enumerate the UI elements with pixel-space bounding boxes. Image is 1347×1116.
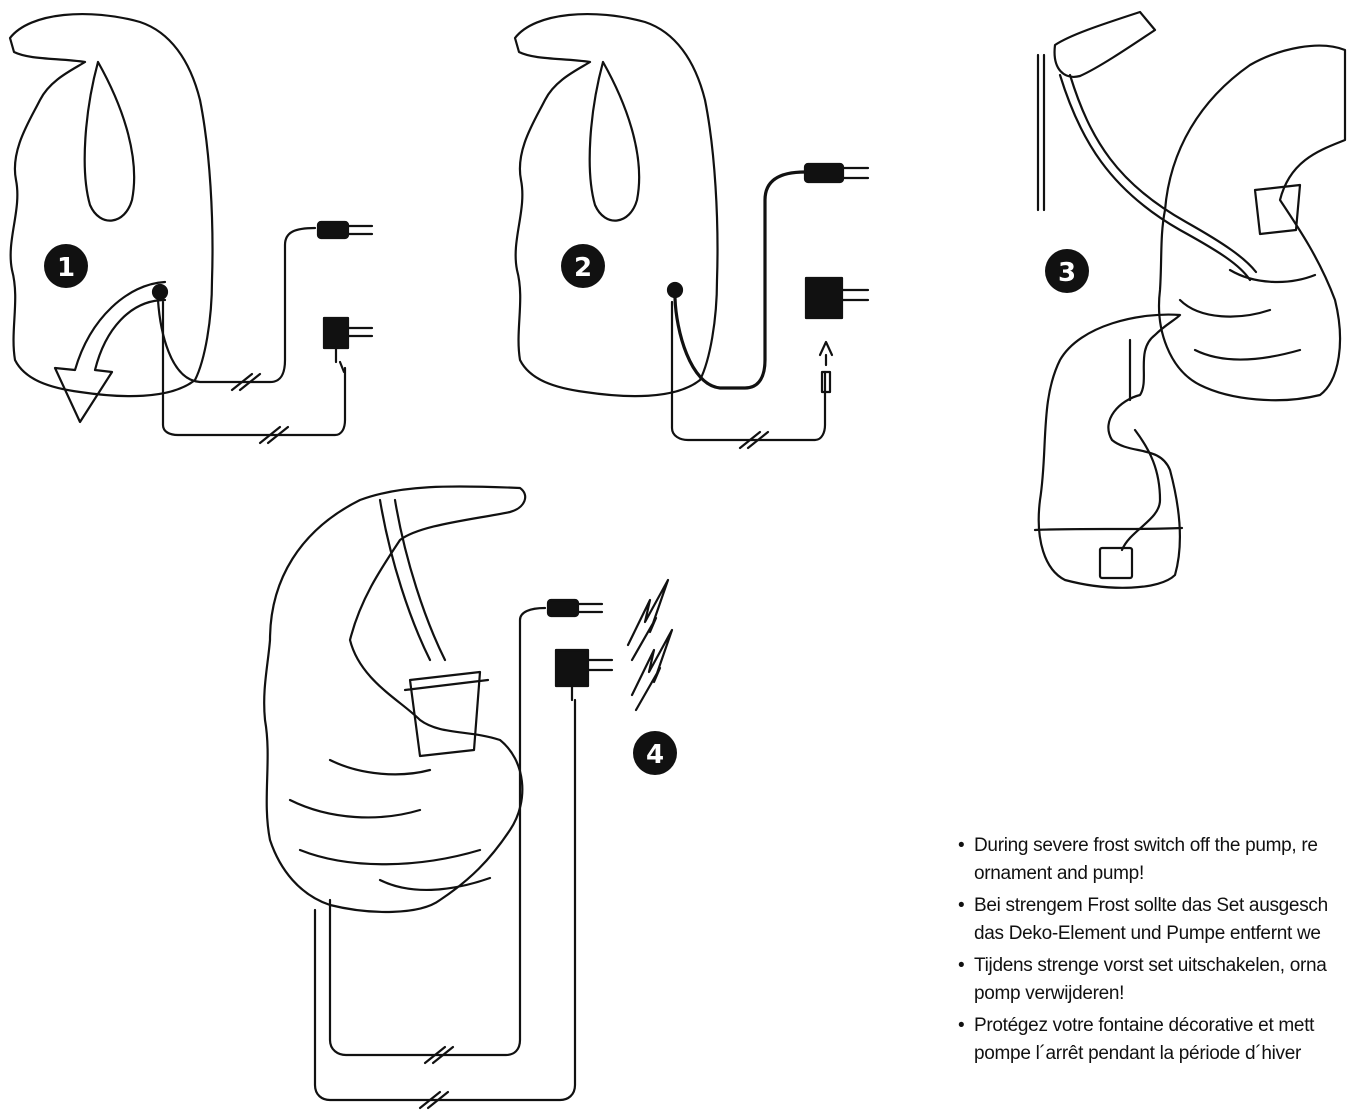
lightning-icon [628,580,672,710]
frost-warning-notes: During severe frost switch off the pump,… [958,832,1347,1072]
note-english: During severe frost switch off the pump,… [958,832,1347,888]
step-1-plug [318,222,372,372]
step-4-hanging-rope [380,500,445,660]
step-badge-4: 4 [633,731,677,775]
step-2-up-arrow [820,342,832,365]
step-4-cable-adapter [315,700,575,1100]
step-1-cable-plug [158,228,315,382]
step-3-pump [1100,548,1132,578]
step-4-cable-plug [330,608,545,1055]
step-2-inner-curve [590,62,639,221]
note-line: Tijdens strenge vorst set uitschakelen, … [974,952,1347,980]
step-3-illustration [1035,12,1345,588]
note-line: During severe frost switch off the pump,… [974,832,1347,860]
step-number-2: 2 [574,253,592,283]
step-1-inner-curve [85,62,134,221]
note-line: Bei strengem Frost sollte das Set ausges… [974,892,1347,920]
step-1-cable-adapter [163,302,345,435]
step-1-arrow [55,282,165,422]
step-2-cable-plug [675,172,805,388]
step-3-tap-post [1038,55,1044,210]
note-french: Protégez votre fontaine décorative et me… [958,1012,1347,1068]
note-dutch: Tijdens strenge vorst set uitschakelen, … [958,952,1347,1008]
step-number-1: 1 [57,253,75,283]
step-3-basin-outline [1039,315,1180,588]
step-2-fountain-outline [515,14,718,396]
step-4-fountain-body [264,486,525,912]
step-1-illustration [10,14,345,443]
step-badge-3: 3 [1045,249,1089,293]
step-number-4: 4 [646,740,664,770]
step-badge-2: 2 [561,244,605,288]
step-3-pump-cable [1122,340,1160,550]
step-2-plug [805,164,868,392]
step-4-illustration [264,486,575,1108]
note-line: Protégez votre fontaine décorative et me… [974,1012,1347,1040]
step-badge-1: 1 [44,244,88,288]
step-3-bucket [1255,185,1300,234]
step-1-fountain-outline [10,14,213,396]
step-4-stones [290,760,490,890]
step-number-3: 3 [1058,258,1076,288]
note-line: ornament and pump! [974,860,1347,888]
step-4-plug [548,600,612,700]
step-1-outlet-hole [153,285,167,299]
step-3-water-line [1035,528,1182,530]
step-3-hand [1055,12,1155,77]
step-4-bucket [405,672,488,756]
frost-warning-list: During severe frost switch off the pump,… [958,832,1347,1068]
note-line: pomp verwijderen! [974,980,1347,1008]
step-3-hose [1060,75,1256,280]
step-3-stones [1180,270,1315,359]
step-2-illustration [515,14,832,448]
note-line: pompe l´arrêt pendant la période d´hiver [974,1040,1347,1068]
note-line: das Deko-Element und Pumpe entfernt we [974,920,1347,948]
note-german: Bei strengem Frost sollte das Set ausges… [958,892,1347,948]
step-2-outlet-hole [668,283,682,297]
